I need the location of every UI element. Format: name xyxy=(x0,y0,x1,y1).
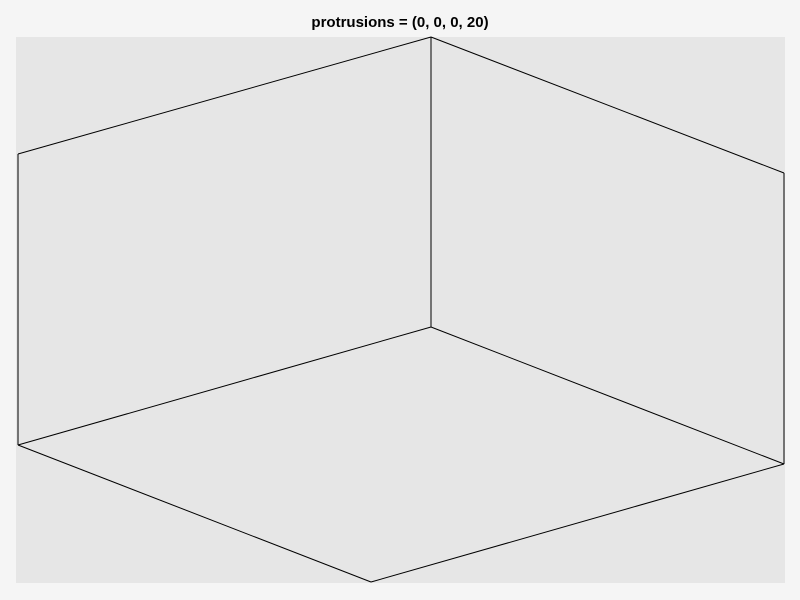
top-right-edge xyxy=(430,36,785,174)
axes-panel xyxy=(16,37,785,583)
floor-back-right-edge xyxy=(430,326,785,465)
floor-back-left-edge xyxy=(17,326,432,446)
plot-title: protrusions = (0, 0, 0, 20) xyxy=(311,14,489,31)
floor-front-left-edge xyxy=(17,444,372,583)
top-left-edge xyxy=(17,36,432,155)
floor-front-right-edge xyxy=(370,463,785,583)
